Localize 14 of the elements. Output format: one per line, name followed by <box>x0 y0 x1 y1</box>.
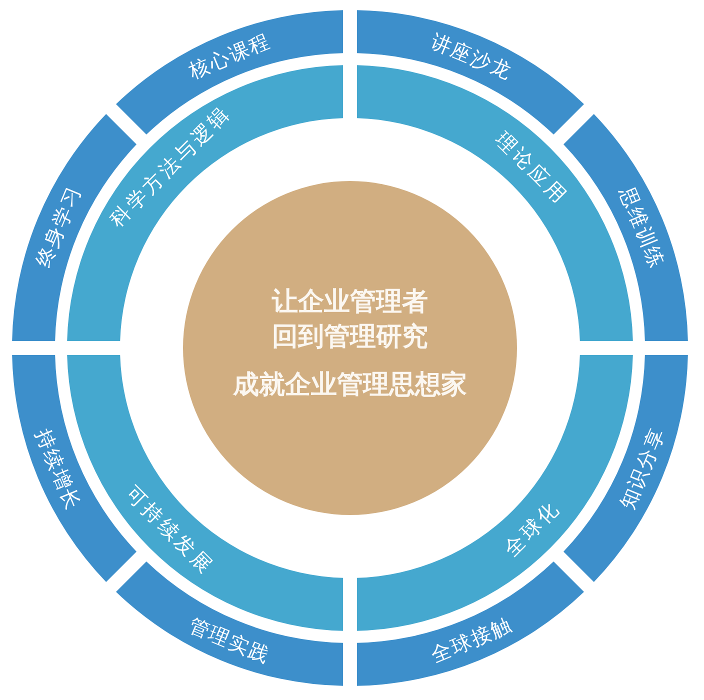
segment-label: 核心课程 <box>184 28 274 84</box>
segment-label: 全球化 <box>498 495 566 564</box>
segment-label: 终身学习 <box>30 182 86 272</box>
segment-label: 思维训练 <box>614 182 670 272</box>
segment-label: 可持续发展 <box>120 480 219 580</box>
segment-label: 科学方法与逻辑 <box>103 100 236 233</box>
segment-label: 持续增长 <box>30 424 86 514</box>
segment-label: 全球接触 <box>426 612 516 668</box>
segment-label: 管理实践 <box>184 612 274 668</box>
slogan-text: 让企业管理者回到管理研究 <box>270 286 429 354</box>
slogan-text: 成就企业管理思想家 <box>233 369 467 402</box>
segment-label: 知识分享 <box>614 424 670 514</box>
segment-label: 讲座沙龙 <box>426 28 516 84</box>
segment-label: 理论应用 <box>490 126 574 209</box>
